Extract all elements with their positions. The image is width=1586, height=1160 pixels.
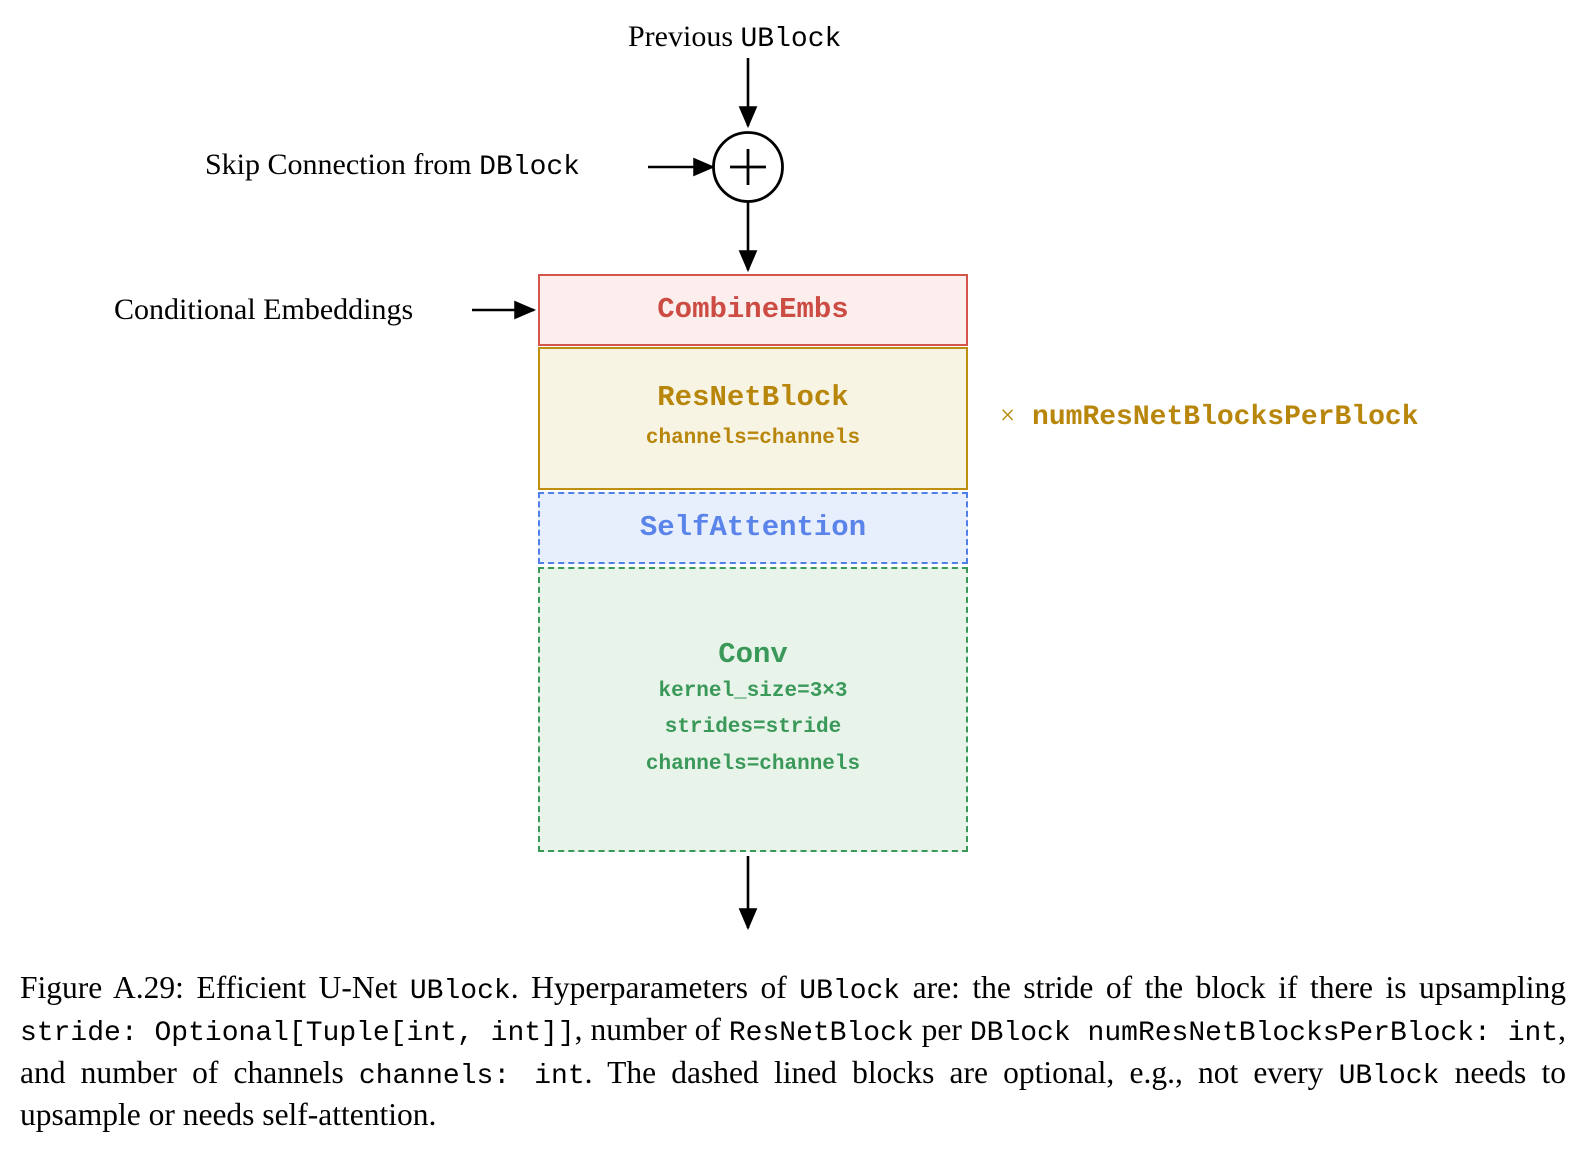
caption-text-5: per [913,1012,970,1048]
block-resnet-block-param-channels: channels=channels [645,427,861,451]
previous-ublock-label: Previous UBlock [628,22,841,54]
caption-mono-6: numResNetBlocksPerBlock: int [1087,1018,1559,1050]
block-self-attention[interactable]: SelfAttention [538,492,968,564]
caption-text-8: needs to upsample or needs self-attentio… [20,1054,1566,1133]
figure-diagram: Previous UBlock Skip Connection from DBl… [114,22,1419,931]
block-combine-embs[interactable]: CombineEmbs [538,274,968,346]
caption-mono-5: DBlock [969,1018,1088,1050]
caption-mono-8: UBlock [1338,1060,1440,1092]
caption-text-4: , number of [574,1012,729,1048]
resnet-repeat-annotation: × numResNetBlocksPerBlock [1000,400,1419,433]
caption-mono-3: stride: Optional[Tuple[int, int]] [20,1018,575,1050]
block-conv-param-kernel-size: kernel_size=3×3 [658,679,848,703]
times-symbol-icon: × [1000,400,1016,430]
conditional-embeddings-label: Conditional Embeddings [114,293,414,326]
caption-text-1: Efficient U-Net [183,970,410,1005]
block-conv[interactable]: Conv kernel_size=3×3 strides=stride chan… [538,567,968,852]
block-conv-param-strides: strides=stride [664,716,842,740]
resnet-repeat-annotation-label: numResNetBlocksPerBlock [1032,402,1419,433]
previous-ublock-label-prefix: Previous [628,20,741,53]
caption-mono-7: channels: int [358,1060,585,1092]
caption-mono-4: ResNetBlock [728,1018,914,1050]
caption-text-2: . Hyperparameters of [510,970,800,1005]
block-conv-title: Conv [718,637,788,671]
skip-connection-label-mono: DBlock [479,152,580,183]
figure-caption: Figure A.29: Efficient U-Net UBlock. Hyp… [20,968,1566,1136]
caption-text-7: . The dashed lined blocks are optional, … [584,1054,1339,1090]
block-conv-param-channels: channels=channels [645,752,861,776]
caption-figure-number: Figure A.29: [20,970,184,1005]
caption-mono-2: UBlock [799,976,901,1007]
previous-ublock-label-mono: UBlock [740,24,842,55]
caption-mono-1: UBlock [409,976,511,1007]
block-resnet-block[interactable]: ResNetBlock channels=channels [538,347,968,490]
block-combine-embs-title: CombineEmbs [657,293,849,327]
skip-connection-label: Skip Connection from DBlock [205,150,580,182]
caption-text-6: , and number of channels [20,1012,1566,1090]
skip-connection-label-prefix: Skip Connection from [205,148,480,181]
caption-text-3: are: the stride of the block if there is… [900,970,1566,1005]
adder-node-circle [712,131,784,203]
block-self-attention-title: SelfAttention [639,511,867,545]
block-resnet-block-title: ResNetBlock [657,381,849,415]
